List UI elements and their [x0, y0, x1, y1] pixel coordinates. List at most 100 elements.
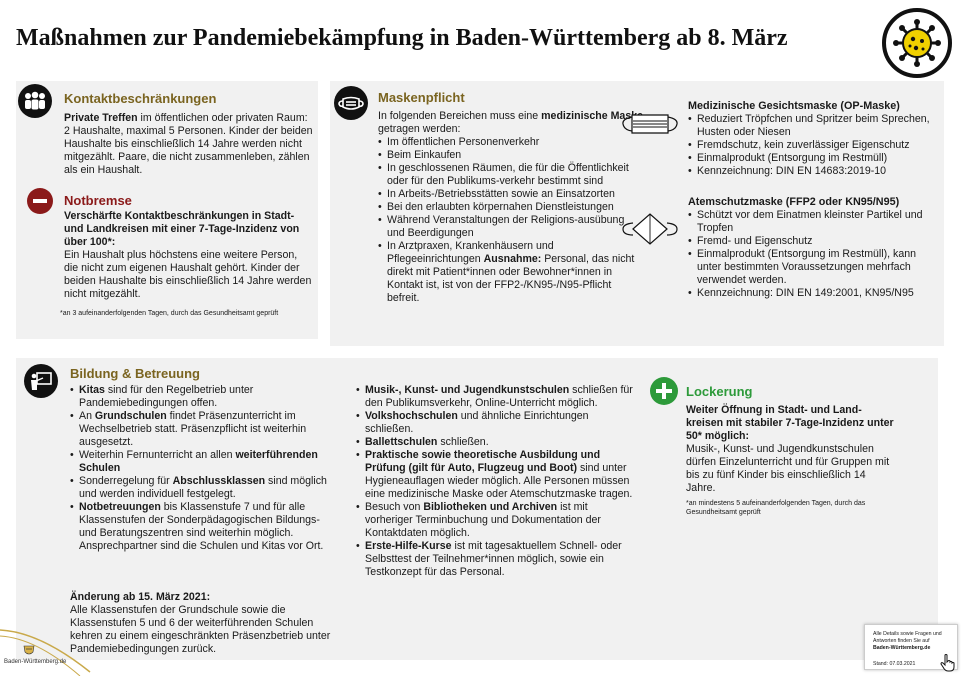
- list-item: Beim Einkaufen: [378, 149, 643, 162]
- masken-heading: Maskenpflicht: [378, 90, 465, 105]
- item-text: schließen für den Publikumsverkehr, Onli…: [365, 384, 633, 409]
- masken-list: In folgenden Bereichen muss eine medizin…: [378, 110, 643, 305]
- kontakt-bold: Private Treffen: [64, 112, 138, 124]
- aenderung-block: Änderung ab 15. März 2021: Alle Klassens…: [70, 591, 340, 656]
- ffp-mask-info: Atemschutzmaske (FFP2 oder KN95/N95) Sch…: [688, 196, 938, 300]
- list-item: Musik-, Kunst- und Jugendkunstschulen sc…: [356, 384, 636, 410]
- list-item: Erste-Hilfe-Kurse ist mit tagesaktuellem…: [356, 540, 636, 579]
- coat-of-arms-icon: [23, 645, 35, 655]
- info-text: Alle Details sowie Fragen und Antworten …: [873, 631, 942, 644]
- list-item: An Grundschulen findet Präsenzunterricht…: [70, 410, 335, 449]
- item-pre: Besuch von: [365, 501, 424, 513]
- list-item: Weiterhin Fernunterricht an allen weiter…: [70, 449, 335, 475]
- plus-icon: [650, 377, 678, 405]
- item-text: ist mit tagesaktuellem Schnell- oder Sel…: [365, 540, 622, 578]
- list-item: Einmalprodukt (Entsorgung im Restmüll): [688, 152, 938, 165]
- ffp-mask-icon: [622, 213, 678, 245]
- item-text: findet Präsenzunterricht im Wechselbetri…: [79, 410, 307, 448]
- list-item: Volkshochschulen und ähnliche Einrichtun…: [356, 410, 636, 436]
- notbremse-bold: Verschärfte Kontaktbeschränkungen in Sta…: [64, 210, 300, 248]
- notbremse-text: Verschärfte Kontaktbeschränkungen in Sta…: [64, 210, 314, 301]
- list-item: In Arbeits-/Betriebsstätten sowie an Ein…: [378, 188, 643, 201]
- list-item: In Arztpraxen, Krankenhäusern und Pflege…: [378, 240, 643, 305]
- item-text: und ähnliche Einrichtungen schließen.: [365, 410, 589, 435]
- state-logo: Baden-Württemberg.de: [4, 659, 67, 665]
- masken-intro-bold: medizinische Maske: [541, 110, 644, 122]
- bildung-col1: Kitas sind für den Regelbetrieb unter Pa…: [70, 384, 335, 553]
- masken-last: In Arztpraxen, Krankenhäusern und Pflege…: [387, 240, 554, 265]
- item-text: bis Klassenstufe 7 und für alle Klassens…: [79, 501, 324, 552]
- list-item: Sonderregelung für Abschlussklassen sind…: [70, 475, 335, 501]
- item-pre: An: [79, 410, 95, 422]
- item-text: schließen.: [437, 436, 489, 448]
- kontakt-body: im öffentlichen oder privaten Raum: 2 Ha…: [64, 112, 313, 176]
- item-bold: Praktische sowie theoretische Ausbildung…: [365, 449, 601, 474]
- list-item: Fremdschutz, kein zuverlässiger Eigensch…: [688, 139, 938, 152]
- virus-icon: [882, 8, 952, 78]
- op-mask-icon: [622, 114, 678, 134]
- notbremse-body: Ein Haushalt plus höchstens eine weitere…: [64, 249, 312, 300]
- lockerung-heading: Lockerung: [686, 384, 753, 399]
- list-item: Kennzeichnung: DIN EN 14683:2019-10: [688, 165, 938, 178]
- list-item: Ballettschulen schließen.: [356, 436, 636, 449]
- item-bold: Kitas: [79, 384, 105, 396]
- masken-intro-end: getragen werden:: [378, 123, 461, 135]
- item-text: sind möglich und werden individuell fest…: [79, 475, 327, 500]
- item-bold: weiterführenden Schulen: [79, 449, 318, 474]
- info-stand: Stand: 07.03.2021: [873, 661, 916, 667]
- item-pre: Sonderregelung für: [79, 475, 173, 487]
- item-text: ist mit vorheriger Terminbuchung und Dok…: [365, 501, 601, 539]
- lockerung-footnote: *an mindestens 5 aufeinanderfolgenden Ta…: [686, 500, 866, 516]
- bildung-heading: Bildung & Betreuung: [70, 366, 200, 381]
- item-bold: Grundschulen: [94, 410, 167, 422]
- lockerung-body: Musik-, Kunst- und Jugendkunstschulen dü…: [686, 443, 890, 494]
- list-item: Fremd- und Eigenschutz: [688, 235, 938, 248]
- kontakt-text: Private Treffen im öffentlichen oder pri…: [64, 112, 314, 177]
- item-bold: Musik-, Kunst- und Jugendkunstschulen: [365, 384, 570, 396]
- page-title: Maßnahmen zur Pandemiebekämpfung in Bade…: [16, 25, 788, 51]
- op-mask-info: Medizinische Gesichtsmaske (OP-Maske) Re…: [688, 100, 938, 178]
- ffp-mask-heading: Atemschutzmaske (FFP2 oder KN95/N95): [688, 196, 900, 208]
- kontakt-panel: [16, 81, 318, 339]
- item-bold: Volkshochschulen: [365, 410, 458, 422]
- masken-last-end: Personal, das nicht direkt mit Patient*i…: [387, 253, 635, 304]
- minus-icon: [27, 188, 53, 214]
- item-bold: Erste-Hilfe-Kurse: [365, 540, 452, 552]
- hand-pointer-icon: [940, 654, 955, 672]
- item-text: sind unter Hygieneauflagen wieder möglic…: [365, 462, 633, 500]
- info-box: Alle Details sowie Fragen und Antworten …: [864, 624, 958, 670]
- list-item: Schützt vor dem Einatmen kleinster Parti…: [688, 209, 938, 235]
- masken-last-bold: Ausnahme:: [483, 253, 542, 265]
- notbremse-footnote: *an 3 aufeinanderfolgenden Tagen, durch …: [60, 310, 279, 317]
- list-item: Bei den erlaubten körpernahen Dienstleis…: [378, 201, 643, 214]
- notbremse-heading: Notbremse: [64, 193, 132, 208]
- item-bold: Notbetreuungen: [79, 501, 161, 513]
- list-item: Notbetreuungen bis Klassenstufe 7 und fü…: [70, 501, 335, 553]
- list-item: In geschlossenen Räumen, die für die Öff…: [378, 162, 643, 188]
- list-item: Im öffentlichen Personenverkehr: [378, 136, 643, 149]
- lockerung-text: Weiter Öffnung in Stadt- und Land-kreise…: [686, 404, 896, 495]
- list-item: Kitas sind für den Regelbetrieb unter Pa…: [70, 384, 335, 410]
- aenderung-heading: Änderung ab 15. März 2021:: [70, 591, 211, 603]
- item-bold: Ballettschulen: [365, 436, 438, 448]
- list-item: Während Veranstaltungen der Religions-au…: [378, 214, 643, 240]
- info-link[interactable]: Baden-Württemberg.de: [873, 645, 931, 651]
- corner-decoration: [0, 629, 91, 676]
- list-item: Reduziert Tröpfchen und Spritzer beim Sp…: [688, 113, 938, 139]
- bildung-col2: Musik-, Kunst- und Jugendkunstschulen sc…: [356, 384, 636, 579]
- item-bold: Bibliotheken und Archiven: [423, 501, 558, 513]
- list-item: Kennzeichnung: DIN EN 149:2001, KN95/N95: [688, 287, 938, 300]
- kontakt-heading: Kontaktbeschränkungen: [64, 91, 217, 106]
- people-icon: [18, 84, 52, 118]
- item-text: sind für den Regelbetrieb unter Pandemie…: [79, 384, 254, 409]
- teacher-board-icon: [24, 364, 58, 398]
- list-item: Besuch von Bibliotheken und Archiven ist…: [356, 501, 636, 540]
- item-bold: Abschlussklassen: [172, 475, 266, 487]
- op-mask-heading: Medizinische Gesichtsmaske (OP-Maske): [688, 100, 900, 112]
- list-item: Einmalprodukt (Entsorgung im Restmüll), …: [688, 248, 938, 287]
- list-item: Praktische sowie theoretische Ausbildung…: [356, 449, 636, 501]
- mask-icon: [334, 86, 368, 120]
- aenderung-text: Alle Klassenstufen der Grundschule sowie…: [70, 604, 331, 655]
- item-pre: Weiterhin Fernunterricht an allen: [79, 449, 236, 461]
- lockerung-bold: Weiter Öffnung in Stadt- und Land-kreise…: [686, 404, 894, 442]
